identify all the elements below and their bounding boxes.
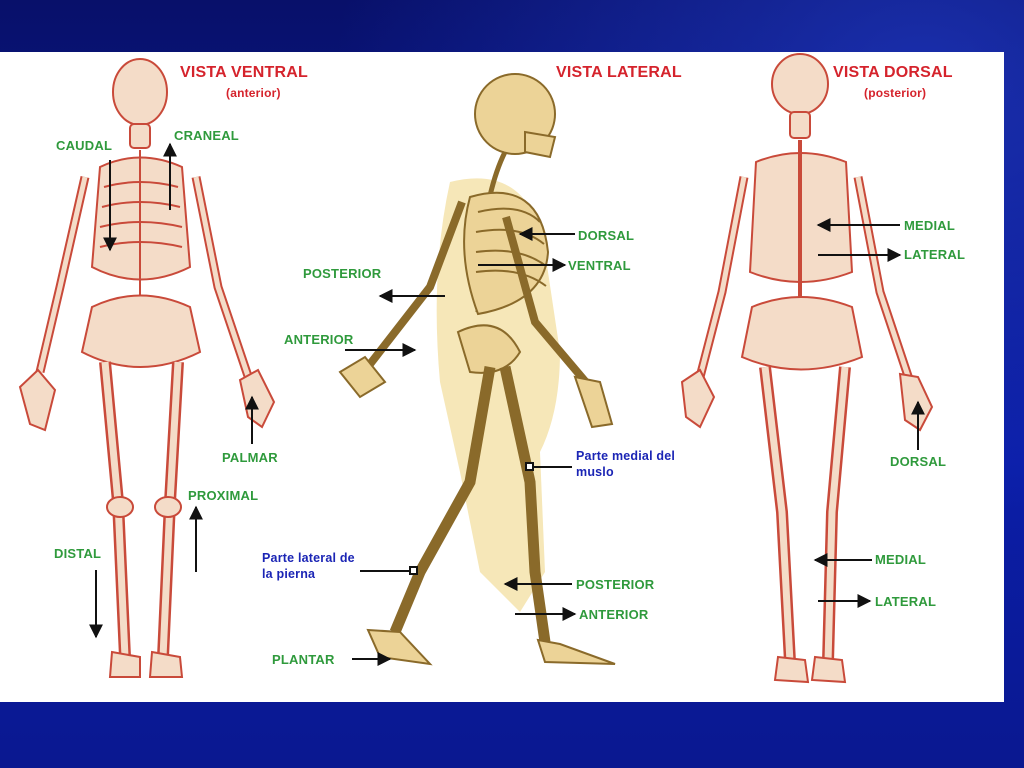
label-palmar: PALMAR — [222, 450, 278, 465]
diagram-panel: VISTA VENTRAL (anterior) VISTA LATERAL V… — [0, 52, 1004, 702]
label-craneal: CRANEAL — [174, 128, 239, 143]
direction-arrows — [89, 142, 925, 666]
label-plantar: PLANTAR — [272, 652, 335, 667]
label-dorsal-chest: DORSAL — [578, 228, 635, 243]
label-distal: DISTAL — [54, 546, 102, 561]
label-medial-thigh: Parte medial del muslo — [576, 449, 676, 479]
label-ventral-chest: VENTRAL — [568, 258, 631, 273]
pointer-lines — [360, 462, 572, 575]
label-medial-back: MEDIAL — [904, 218, 956, 233]
ventral-view-subtitle: (anterior) — [226, 86, 281, 100]
square-marker-icon — [525, 462, 534, 471]
label-anterior-leg: ANTERIOR — [579, 607, 649, 622]
label-posterior-arm: POSTERIOR — [303, 266, 382, 281]
label-lateral-leg-back: LATERAL — [875, 594, 937, 609]
skeleton-illustrations — [18, 53, 934, 684]
dorsal-view-subtitle: (posterior) — [864, 86, 927, 100]
label-anterior-arm: ANTERIOR — [284, 332, 354, 347]
dorsal-view-title: VISTA DORSAL — [833, 64, 953, 81]
dorsal-skeleton — [680, 53, 934, 684]
ventral-view-title: VISTA VENTRAL — [180, 64, 308, 81]
label-medial-leg: MEDIAL — [875, 552, 927, 567]
label-lateral-leg: Parte lateral de la pierna — [262, 551, 355, 581]
label-caudal: CAUDAL — [56, 138, 113, 153]
square-marker-icon — [409, 566, 418, 575]
lateral-skeleton — [338, 73, 616, 666]
label-proximal: PROXIMAL — [188, 488, 259, 503]
label-dorsal-hand: DORSAL — [890, 454, 947, 469]
lateral-view-title: VISTA LATERAL — [556, 64, 682, 81]
label-lateral-back: LATERAL — [904, 247, 966, 262]
label-posterior-leg: POSTERIOR — [576, 577, 655, 592]
